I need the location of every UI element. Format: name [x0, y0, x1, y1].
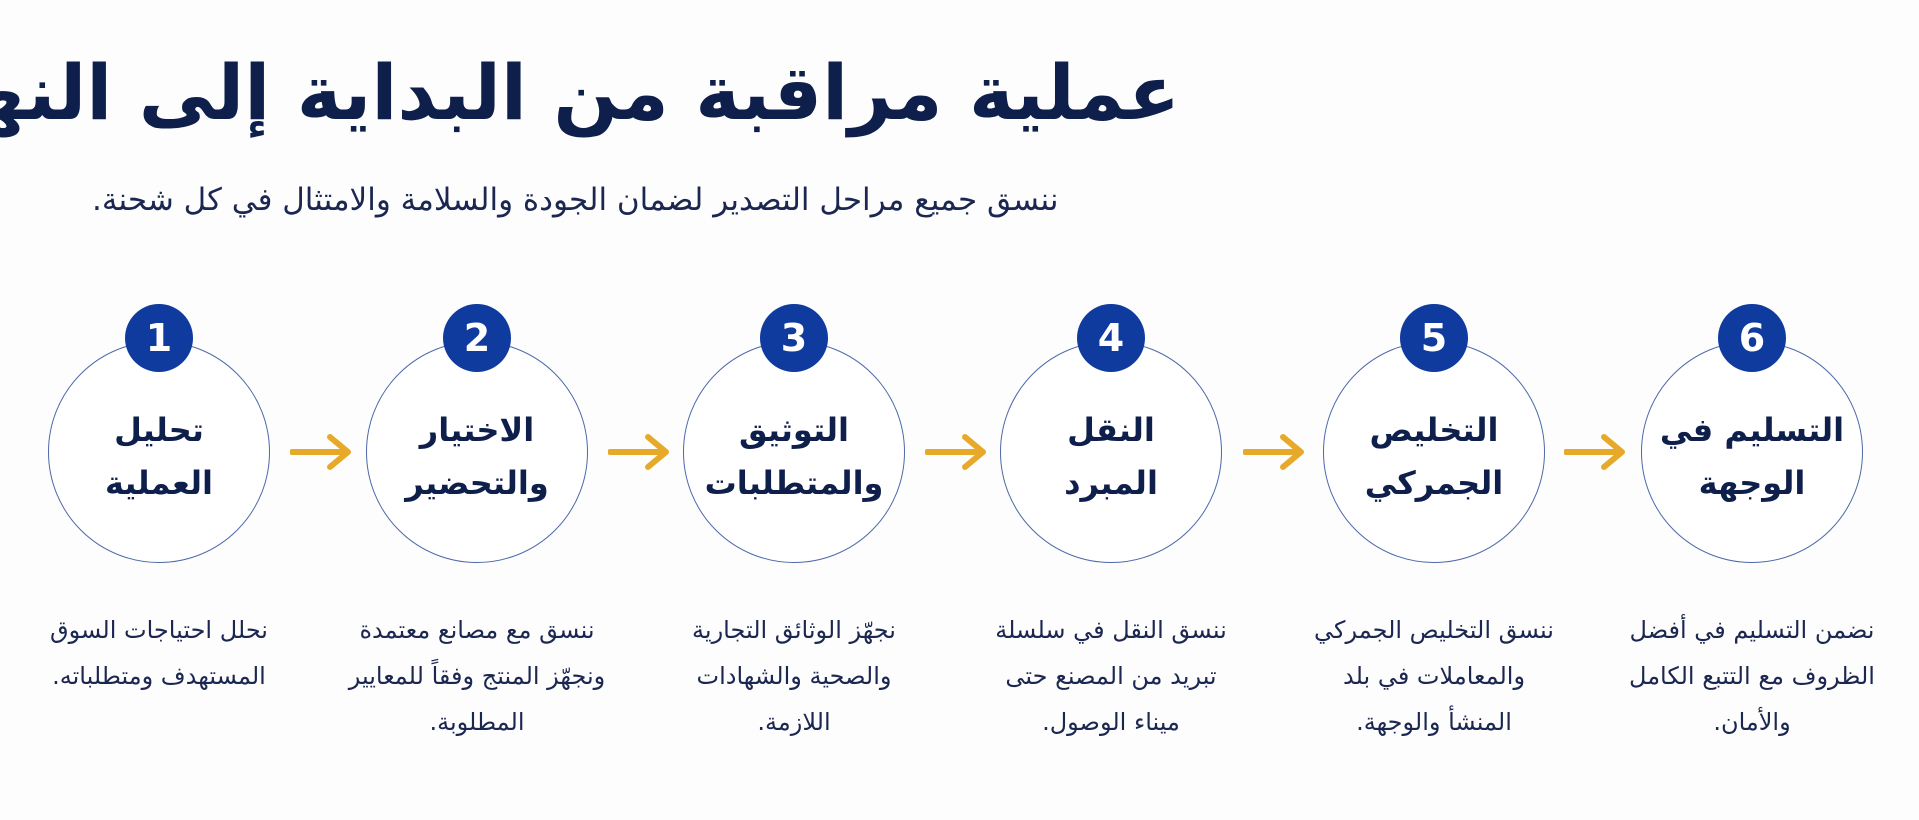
step-label: التسليم في الوجهة: [1649, 404, 1855, 510]
step-desc-line: تبريد من المصنع حتى: [1005, 662, 1217, 690]
step-label-line: الجمركي: [1364, 464, 1504, 502]
arrow-right-icon: [1243, 434, 1304, 470]
step-label-line: والمتطلبات: [704, 464, 884, 502]
step-label-line: والتحضير: [405, 464, 549, 502]
step-desc-line: ميناء الوصول.: [1042, 708, 1180, 736]
step-1: 1 تحليل العملية نحلل احتياجات السوق المس…: [46, 0, 276, 820]
step-number-badge: 2: [443, 304, 511, 372]
step-number-badge: 5: [1400, 304, 1468, 372]
step-description: ننسق النقل في سلسلة تبريد من المصنع حتى …: [976, 607, 1246, 745]
step-label-line: الوجهة: [1698, 464, 1806, 502]
step-number-badge: 6: [1718, 304, 1786, 372]
page-subtitle: ننسق جميع مراحل التصدير لضمان الجودة وال…: [92, 182, 1059, 218]
step-number-badge: 1: [125, 304, 193, 372]
step-number-badge: 3: [760, 304, 828, 372]
step-desc-line: ننسق النقل في سلسلة: [995, 616, 1227, 644]
arrow-right-icon: [1564, 434, 1625, 470]
page-title: عملية مراقبة من البداية إلى النهاية: [0, 48, 1180, 137]
step-description: ننسق التخليص الجمركي والمعاملات في بلد ا…: [1299, 607, 1569, 745]
step-desc-line: والأمان.: [1713, 708, 1791, 736]
step-description: نحلل احتياجات السوق المستهدف ومتطلباته.: [24, 607, 294, 699]
step-label: تحليل العملية: [56, 404, 262, 510]
step-desc-line: ننسق التخليص الجمركي: [1314, 616, 1554, 644]
step-4: 4 النقل المبرد ننسق النقل في سلسلة تبريد…: [995, 0, 1228, 820]
step-desc-line: اللازمة.: [757, 708, 831, 736]
step-label-line: النقل: [1067, 411, 1155, 449]
step-label-line: التسليم في: [1659, 411, 1845, 449]
step-desc-line: نضمن التسليم في أفضل: [1629, 616, 1875, 644]
step-description: نضمن التسليم في أفضل الظروف مع التتبع ال…: [1617, 607, 1887, 745]
step-desc-line: المنشأ والوجهة.: [1356, 708, 1512, 736]
step-2: 2 الاختيار والتحضير ننسق مع مصانع معتمدة…: [349, 0, 605, 820]
step-label: النقل المبرد: [1008, 404, 1214, 510]
step-label-line: الاختيار: [419, 411, 535, 449]
step-desc-line: ونجهّز المنتج وفقاً للمعايير: [348, 662, 606, 690]
step-label-line: تحليل: [114, 411, 204, 449]
step-desc-line: الظروف مع التتبع الكامل: [1629, 662, 1875, 690]
step-label-line: التخليص: [1369, 411, 1499, 449]
step-desc-line: المطلوبة.: [429, 708, 525, 736]
step-desc-line: المستهدف ومتطلباته.: [52, 662, 266, 690]
arrow-right-icon: [290, 434, 351, 470]
step-label-line: المبرد: [1064, 464, 1158, 502]
step-description: ننسق مع مصانع معتمدة ونجهّز المنتج وفقاً…: [342, 607, 612, 745]
arrow-right-icon: [925, 434, 986, 470]
step-desc-line: نحلل احتياجات السوق: [49, 616, 268, 644]
step-label-line: العملية: [104, 464, 214, 502]
step-desc-line: نجهّز الوثائق التجارية: [692, 616, 896, 644]
step-label: التوثيق والمتطلبات: [691, 404, 897, 510]
arrow-right-icon: [608, 434, 669, 470]
step-label: الاختيار والتحضير: [374, 404, 580, 510]
step-label: التخليص الجمركي: [1331, 404, 1537, 510]
step-description: نجهّز الوثائق التجارية والصحية والشهادات…: [659, 607, 929, 745]
step-5: 5 التخليص الجمركي ننسق التخليص الجمركي و…: [1314, 0, 1554, 820]
step-circle: [1000, 341, 1222, 563]
step-circle: [683, 341, 905, 563]
step-circle: [366, 341, 588, 563]
step-circle: [1641, 341, 1863, 563]
step-number-badge: 4: [1077, 304, 1145, 372]
step-label-line: التوثيق: [738, 411, 850, 449]
step-desc-line: ننسق مع مصانع معتمدة: [359, 616, 595, 644]
step-6: 6 التسليم في الوجهة نضمن التسليم في أفضل…: [1629, 0, 1875, 820]
step-3: 3 التوثيق والمتطلبات نجهّز الوثائق التجا…: [681, 0, 911, 820]
step-desc-line: والمعاملات في بلد: [1342, 662, 1526, 690]
step-desc-line: والصحية والشهادات: [696, 662, 892, 690]
step-circle: [48, 341, 270, 563]
